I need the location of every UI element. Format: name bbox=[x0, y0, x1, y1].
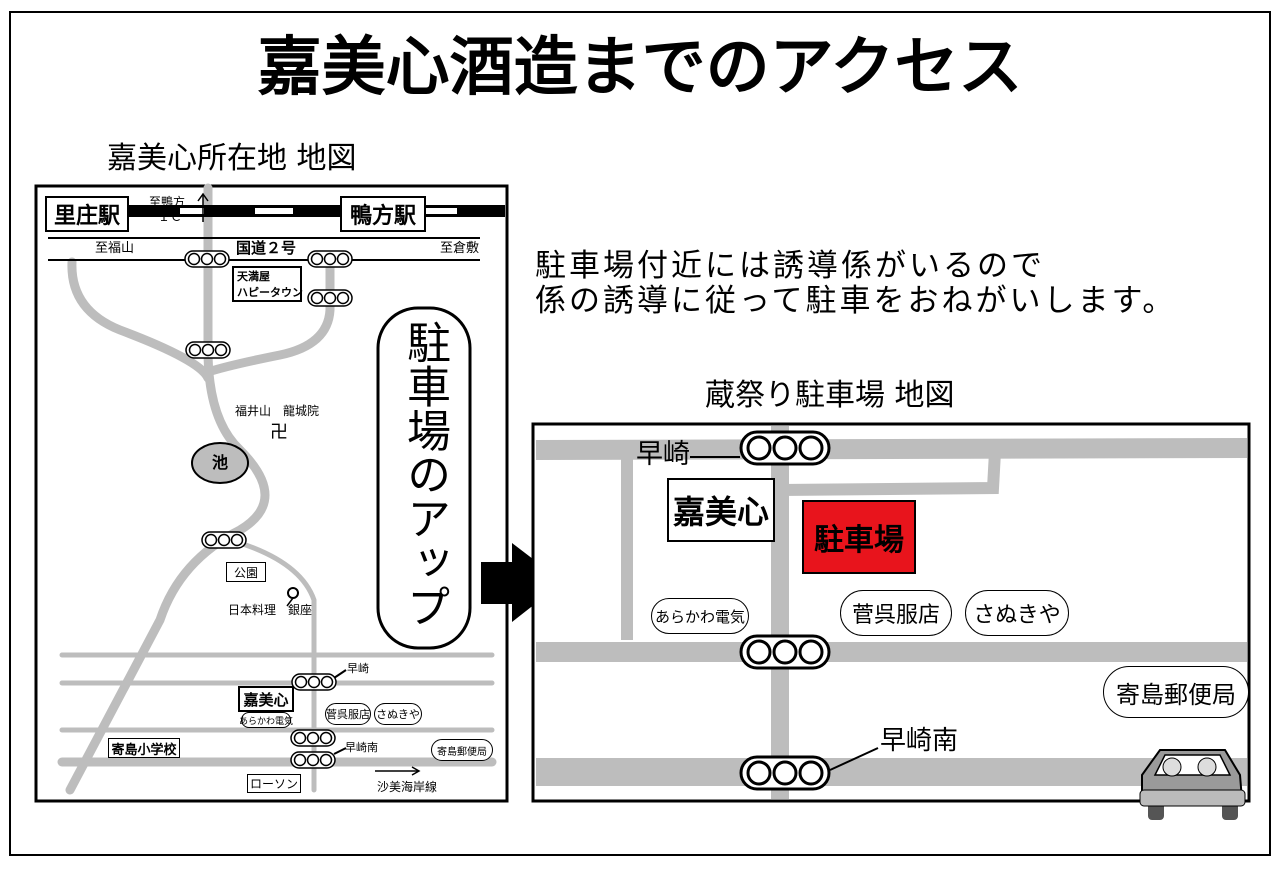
ic-label-bottom: ＩＣ bbox=[158, 210, 183, 224]
outer-frame bbox=[9, 11, 1271, 856]
restaurant-marker-icon bbox=[287, 587, 299, 599]
pond-label: 池 bbox=[212, 453, 229, 472]
route2-label: 国道２号 bbox=[236, 239, 297, 257]
area-post-office: 寄島郵便局 bbox=[431, 739, 493, 761]
to-kurashiki-label: 至倉敷 bbox=[440, 241, 480, 256]
notice-line-1: 駐車場付近には誘導係がいるので bbox=[535, 248, 1045, 284]
traffic-signal-icon bbox=[290, 751, 336, 769]
traffic-signals-right bbox=[739, 430, 831, 791]
post-office: 寄島郵便局 bbox=[1103, 666, 1249, 718]
restaurant-label: 日本料理 銀座 bbox=[228, 603, 313, 617]
station-kamogata: 鴨方駅 bbox=[340, 196, 426, 232]
brewery-kamikokoro: 嘉美心 bbox=[667, 478, 775, 542]
to-fukuyama-label: 至福山 bbox=[95, 241, 135, 256]
traffic-signal-icon bbox=[307, 289, 353, 307]
car-illustration-icon bbox=[1139, 749, 1246, 820]
traffic-signal-icon bbox=[307, 250, 353, 268]
traffic-signal-icon bbox=[201, 531, 247, 549]
page-title: 嘉美心酒造までのアクセス bbox=[257, 31, 1023, 105]
area-brewery-kamikokoro: 嘉美心 bbox=[238, 686, 294, 712]
traffic-signal-icon bbox=[290, 729, 336, 747]
pond-shape bbox=[191, 442, 249, 484]
temple-label: 福井山 龍城院 bbox=[235, 404, 320, 418]
traffic-signal-icon bbox=[739, 634, 831, 670]
callout-text: 駐車場のアップ bbox=[399, 320, 450, 628]
area-map-roads bbox=[57, 183, 497, 795]
parking-lot: 駐車場 bbox=[802, 500, 916, 574]
parking-map-roads bbox=[535, 426, 1248, 799]
parking-map-heading: 蔵祭り駐車場 地図 bbox=[705, 378, 955, 413]
area-arakawa-denki: あらかわ電気 bbox=[239, 712, 293, 728]
arrow-right-icon bbox=[481, 543, 563, 622]
area-suga-gofukuten: 菅呉服店 bbox=[325, 703, 371, 725]
area-signal-hayasaki: 早崎 bbox=[347, 662, 369, 675]
traffic-signal-icon bbox=[739, 755, 831, 791]
school-label: 寄島小学校 bbox=[108, 738, 180, 758]
tenmaya-line-2: ハピータウン bbox=[237, 286, 303, 299]
ic-label-top: 至鴨方 bbox=[149, 195, 186, 209]
signal-hayasaki-minami-label: 早崎南 bbox=[880, 726, 959, 756]
sanukiya: さぬきや bbox=[965, 590, 1069, 636]
station-satosho: 里庄駅 bbox=[45, 196, 129, 232]
traffic-signal-icon bbox=[291, 673, 337, 691]
coast-line-label: 沙美海岸線 bbox=[377, 780, 438, 794]
tenmaya-happy-town: 天満屋 ハピータウン bbox=[232, 266, 303, 302]
park-label: 公園 bbox=[226, 562, 266, 582]
arakawa-denki: あらかわ電気 bbox=[651, 598, 749, 634]
railway bbox=[128, 205, 505, 217]
tenmaya-line-1: 天満屋 bbox=[237, 270, 270, 283]
traffic-signal-icon bbox=[185, 341, 231, 359]
area-signal-hayasaki-minami: 早崎南 bbox=[345, 741, 378, 754]
temple-symbol-icon: 卍 bbox=[270, 422, 288, 443]
lawson-label: ローソン bbox=[247, 774, 301, 793]
traffic-signals-left bbox=[184, 250, 353, 769]
area-sanukiya: さぬきや bbox=[374, 703, 422, 725]
callout-frame bbox=[376, 306, 472, 650]
area-map-heading: 嘉美心所在地 地図 bbox=[107, 141, 357, 176]
traffic-signal-icon bbox=[184, 250, 230, 268]
suga-gofukuten: 菅呉服店 bbox=[840, 590, 952, 636]
signal-hayasaki-label: 早崎 bbox=[636, 439, 690, 470]
traffic-signal-icon bbox=[739, 430, 831, 466]
notice-line-2: 係の誘導に従って駐車をおねがいします。 bbox=[535, 283, 1177, 319]
